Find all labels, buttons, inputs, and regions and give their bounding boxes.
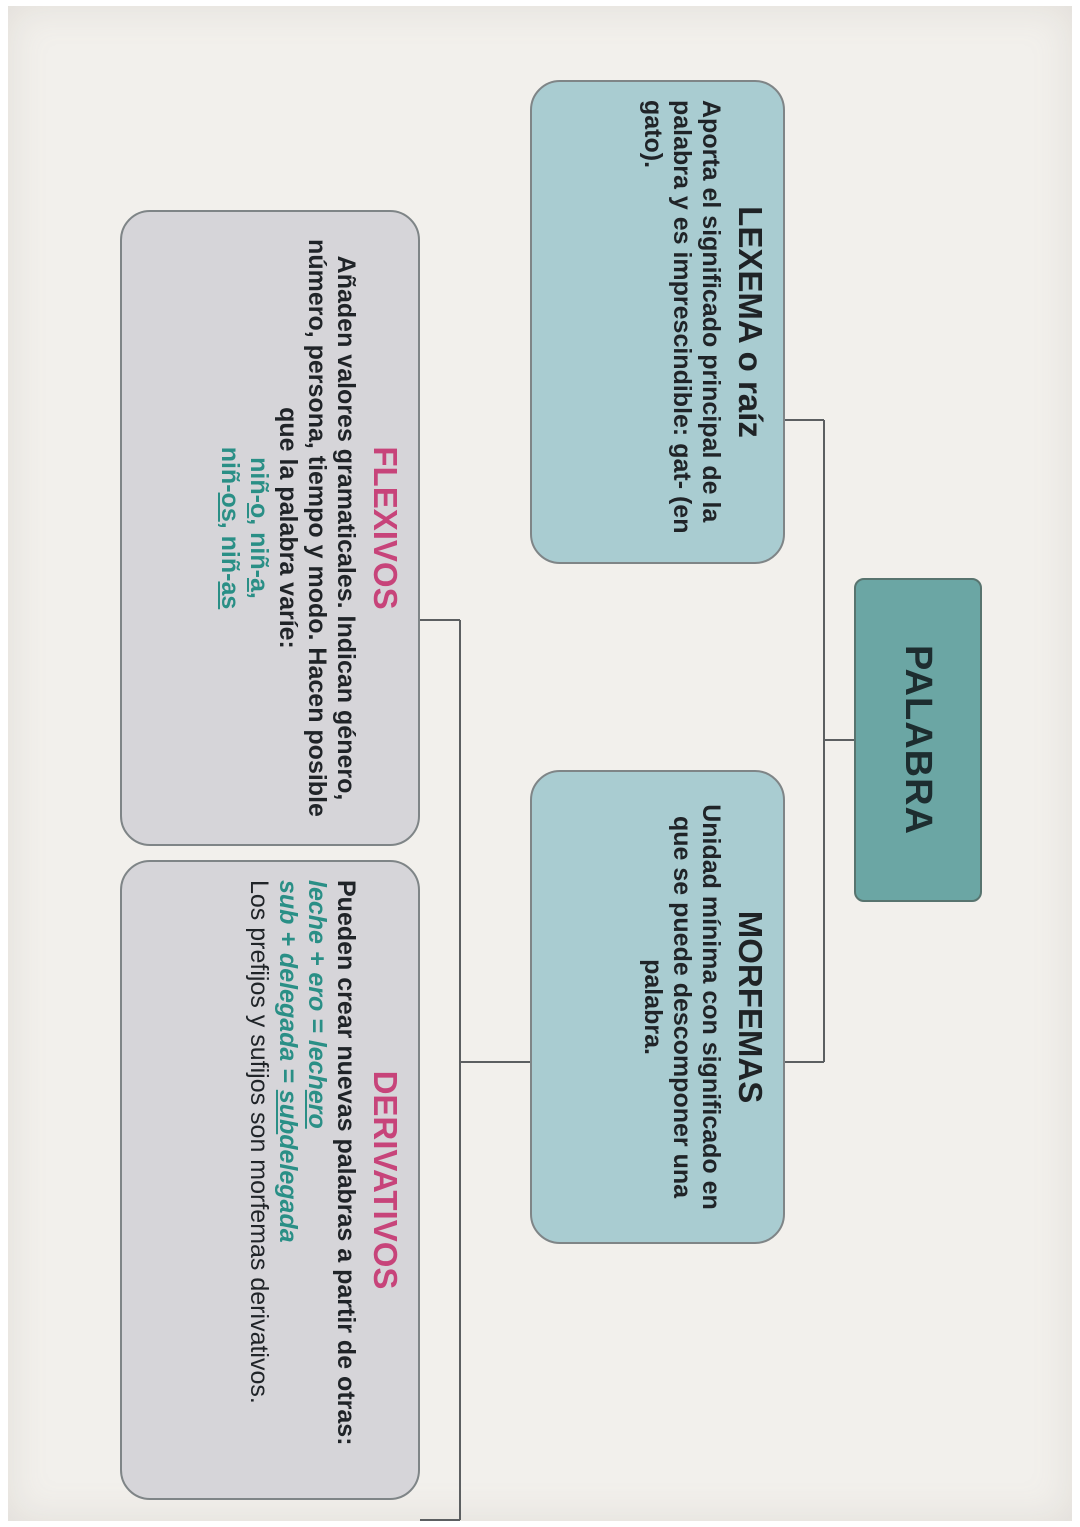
morfemas-text: Unidad mínima con significado en que se … <box>639 804 725 1210</box>
flexivos-examples-line2: niñ-os, niñ-as <box>216 446 244 610</box>
derivativos-example-leche: leche + ero = lechero <box>303 880 331 1129</box>
flexivos-title: FLEXIVOS <box>367 446 404 610</box>
node-morfemas: MORFEMAS Unidad mínima con significado e… <box>530 770 785 1244</box>
lexema-text: Aporta el significado principal de la pa… <box>639 100 725 534</box>
flexivos-examples-line1: niñ-o, niñ-a, <box>245 457 273 599</box>
node-derivativos: DERIVATIVOS Pueden crear nuevas palabras… <box>120 860 420 1500</box>
derivativos-note: Los prefijos y sufijos son morfemas deri… <box>245 880 273 1404</box>
root-node-palabra: PALABRA <box>854 578 982 902</box>
node-lexema: LEXEMA o raíz Aporta el significado prin… <box>530 80 785 564</box>
derivativos-title: DERIVATIVOS <box>367 1070 404 1290</box>
derivativos-text: Pueden crear nuevas palabras a partir de… <box>274 880 360 1446</box>
morfemas-title: MORFEMAS <box>732 910 769 1104</box>
derivativos-example-subdelegada: sub + delegada = subdelegada <box>274 880 302 1243</box>
node-flexivos: FLEXIVOS Añaden valores gramaticales. In… <box>120 210 420 846</box>
root-label: PALABRA <box>897 645 940 835</box>
lexema-title: LEXEMA o raíz <box>732 206 769 438</box>
flexivos-text: Añaden valores gramaticales. Indican gén… <box>274 239 360 817</box>
